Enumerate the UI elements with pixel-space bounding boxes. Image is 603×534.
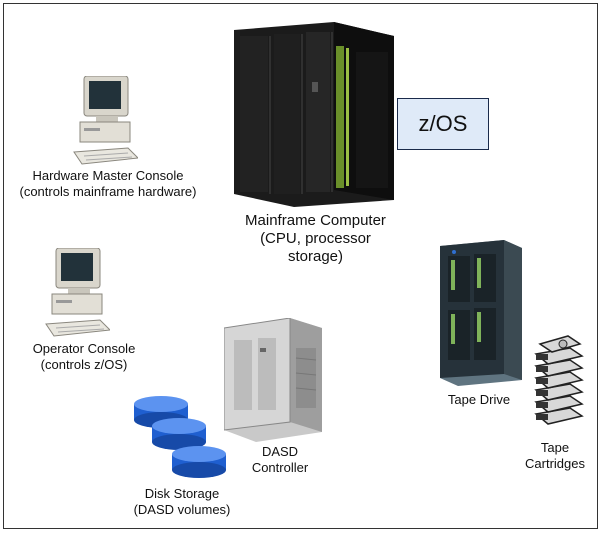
dasd-controller-label-line2: Controller xyxy=(251,460,309,475)
dasd-controller-label: DASD Controller xyxy=(240,444,320,476)
tape-drive-label: Tape Drive xyxy=(434,392,524,408)
operator-console-label: Operator Console (controls z/OS) xyxy=(14,341,154,373)
mainframe-label: Mainframe Computer (CPU, processor stora… xyxy=(228,212,403,266)
hmc-label: Hardware Master Console (controls mainfr… xyxy=(8,168,208,200)
disk-storage-label-line1: Disk Storage xyxy=(144,486,220,501)
disk-storage-label: Disk Storage (DASD volumes) xyxy=(122,486,242,518)
disk-stack-bottom xyxy=(172,446,226,478)
hmc-computer-icon xyxy=(73,76,138,165)
dasd-controller-icon xyxy=(224,318,322,442)
hmc-label-line2: (controls mainframe hardware) xyxy=(19,184,197,199)
tape-cartridges-label-line1: Tape xyxy=(540,440,570,455)
mainframe-computer-icon xyxy=(234,22,394,207)
diagram-frame xyxy=(3,3,598,529)
disk-stack-middle xyxy=(152,418,206,450)
operator-console-computer-icon xyxy=(45,248,110,337)
tape-cartridges-label: Tape Cartridges xyxy=(518,440,592,472)
dasd-controller-label-line1: DASD xyxy=(261,444,299,459)
zos-box: z/OS xyxy=(397,98,489,150)
hmc-label-line1: Hardware Master Console xyxy=(32,168,184,183)
mainframe-label-line2: (CPU, processor xyxy=(260,230,371,247)
disk-storage-icon xyxy=(134,396,226,478)
zos-label: z/OS xyxy=(418,111,468,136)
tape-cartridges-label-line2: Cartridges xyxy=(525,456,585,471)
disk-storage-label-line2: (DASD volumes) xyxy=(133,502,231,517)
tape-drive-label-text: Tape Drive xyxy=(447,392,511,407)
disk-stack-top xyxy=(134,396,188,428)
operator-console-label-line2: (controls z/OS) xyxy=(40,357,128,372)
mainframe-label-line3: storage) xyxy=(287,248,344,265)
tape-drive-icon xyxy=(440,240,522,386)
operator-console-label-line1: Operator Console xyxy=(32,341,136,356)
mainframe-label-line1: Mainframe Computer xyxy=(245,212,386,229)
tape-cartridges-icon xyxy=(534,335,584,425)
